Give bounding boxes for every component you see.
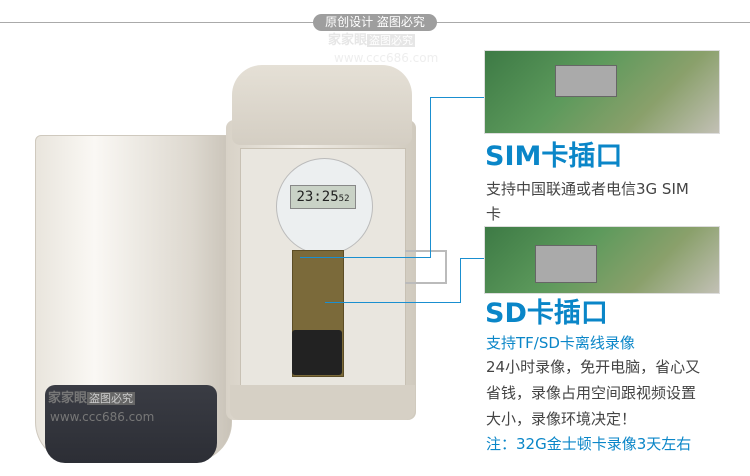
callout-line-sim [430, 97, 484, 98]
watermark-top: 家家眼盗图必究 [328, 33, 416, 48]
watermark-brand: 家家眼 [328, 33, 368, 48]
sim-desc-cont: 卡 [486, 205, 502, 223]
sd-note: 注：32G金士顿卡录像3天左右 [486, 435, 692, 453]
watermark-brand: 家家眼 [48, 391, 88, 406]
sd-title: SD卡插口 [485, 298, 608, 329]
timer-seconds: 52 [338, 194, 350, 204]
watermark-bottom: 家家眼盗图必究 [48, 391, 136, 406]
housing-hood [232, 65, 412, 145]
sim-slot-photo [484, 50, 720, 134]
sd-subtitle: 支持TF/SD卡离线录像 [486, 334, 635, 352]
sd-desc-line: 省钱，录像占用空间跟视频设置 [486, 384, 697, 402]
copyright-banner: 原创设计 盗图必究 [313, 14, 437, 31]
callout-line-sd [460, 258, 484, 259]
sd-desc-line: 大小，录像环境决定！ [486, 410, 637, 428]
housing-base [230, 385, 415, 420]
watermark-url: www.ccc686.com [50, 410, 155, 424]
timer-display: 23:2552 [290, 185, 356, 209]
sim-title: SIM卡插口 [485, 141, 623, 172]
sd-desc-line: 24小时录像，免开电脑，省心又 [486, 358, 701, 376]
callout-line-sim [430, 97, 431, 258]
callout-line-sd [325, 302, 461, 303]
watermark-stamp: 盗图必究 [87, 392, 136, 405]
watermark-url: www.ccc686.com [334, 51, 439, 65]
timer-time: 23:25 [296, 189, 339, 205]
sd-slot [535, 245, 597, 283]
watermark-stamp: 盗图必究 [367, 34, 416, 47]
callout-line-sd [460, 258, 461, 303]
sim-desc: 支持中国联通或者电信3G SIM [486, 180, 689, 198]
sim-slot [555, 65, 617, 97]
mount-bracket [405, 250, 447, 284]
cooling-fan [292, 330, 342, 375]
sd-slot-photo [484, 226, 720, 294]
callout-line-sim [300, 257, 431, 258]
